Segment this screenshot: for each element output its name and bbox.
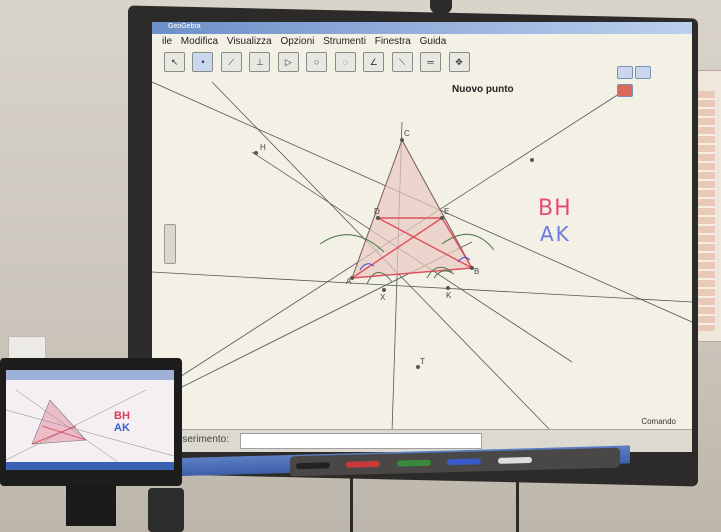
circle-tool-icon[interactable]: ○ [306, 52, 328, 72]
menu-guida[interactable]: Guida [419, 36, 447, 47]
red-segments [351, 217, 473, 279]
angle-arcs [319, 233, 495, 285]
monitor-taskbar [6, 462, 174, 470]
monitor-handwriting-1: BH [114, 410, 130, 422]
menu-file[interactable]: ile [162, 36, 173, 47]
input-label: Inserimento: [174, 434, 230, 445]
monitor-canvas [6, 389, 174, 469]
eraser[interactable] [497, 456, 532, 464]
tool-bar: ↖ • ⟋ ⊥ ▷ ○ ◌ ∠ ⟍ ═ ✥ [164, 52, 504, 74]
tray-cable-2 [516, 476, 519, 532]
label-a: A [346, 277, 352, 286]
red-pen[interactable] [346, 460, 381, 468]
label-t: T [420, 357, 425, 366]
window-title: GeoGebra [168, 23, 201, 30]
label-k: K [446, 291, 452, 300]
window-controls [615, 66, 665, 97]
side-panel-handle[interactable] [164, 224, 176, 264]
label-c: C [404, 129, 410, 138]
menu-visualizza[interactable]: Visualizza [226, 36, 272, 47]
conic-tool-icon[interactable]: ◌ [334, 52, 356, 72]
label-d: D [374, 207, 380, 216]
input-field[interactable] [240, 433, 482, 449]
menu-modifica[interactable]: Modifica [180, 36, 219, 47]
maximize-icon[interactable] [635, 66, 651, 79]
bisector-line-4 [152, 271, 692, 303]
monitor-stand [66, 486, 116, 526]
handwriting-line-1: BH [538, 196, 572, 221]
point-tool-icon[interactable]: • [192, 52, 214, 72]
green-pen[interactable] [396, 459, 431, 467]
label-h: H [260, 143, 266, 152]
black-pen[interactable] [296, 462, 330, 470]
geometry-canvas[interactable]: H C D E A B X K T [152, 22, 692, 452]
perpendicular-tool-icon[interactable]: ⊥ [249, 52, 271, 72]
handwriting-line-2: AK [540, 222, 571, 246]
ceiling-cable [430, 0, 452, 14]
reflect-tool-icon[interactable]: ⟍ [391, 52, 413, 72]
laptop-monitor: BH AK [0, 358, 182, 486]
tray-cable-1 [350, 476, 353, 532]
line-tool-icon[interactable]: ⟋ [220, 52, 242, 72]
blue-arcs [359, 256, 471, 271]
label-x: X [380, 293, 386, 302]
whiteboard-screen: GeoGebra ile Modifica Visualizza Opzioni… [152, 22, 692, 452]
speaker [148, 488, 184, 532]
command-dropdown[interactable]: Comando [641, 417, 676, 426]
move-view-tool-icon[interactable]: ✥ [448, 52, 470, 72]
label-e: E [444, 207, 449, 216]
input-bar: Inserimento: [152, 429, 692, 452]
label-b: B [474, 267, 479, 276]
polygon-tool-icon[interactable]: ▷ [277, 52, 299, 72]
angle-tool-icon[interactable]: ∠ [363, 52, 385, 72]
close-icon[interactable] [617, 84, 633, 97]
minimize-icon[interactable] [617, 66, 633, 79]
monitor-menubar [6, 370, 174, 380]
menu-opzioni[interactable]: Opzioni [280, 36, 315, 47]
points [254, 138, 534, 369]
triangle-abc [351, 138, 473, 279]
menu-finestra[interactable]: Finestra [374, 36, 411, 47]
monitor-handwriting-2: AK [114, 422, 130, 434]
tool-hint: Nuovo punto [452, 84, 514, 95]
slider-tool-icon[interactable]: ═ [420, 52, 442, 72]
cursor-tool-icon[interactable]: ↖ [164, 52, 185, 72]
menu-strumenti[interactable]: Strumenti [323, 36, 366, 47]
monitor-screen: BH AK [6, 370, 174, 470]
blue-pen[interactable] [447, 458, 482, 466]
menu-bar: ile Modifica Visualizza Opzioni Strument… [162, 36, 692, 50]
window-titlebar: GeoGebra [152, 22, 692, 34]
